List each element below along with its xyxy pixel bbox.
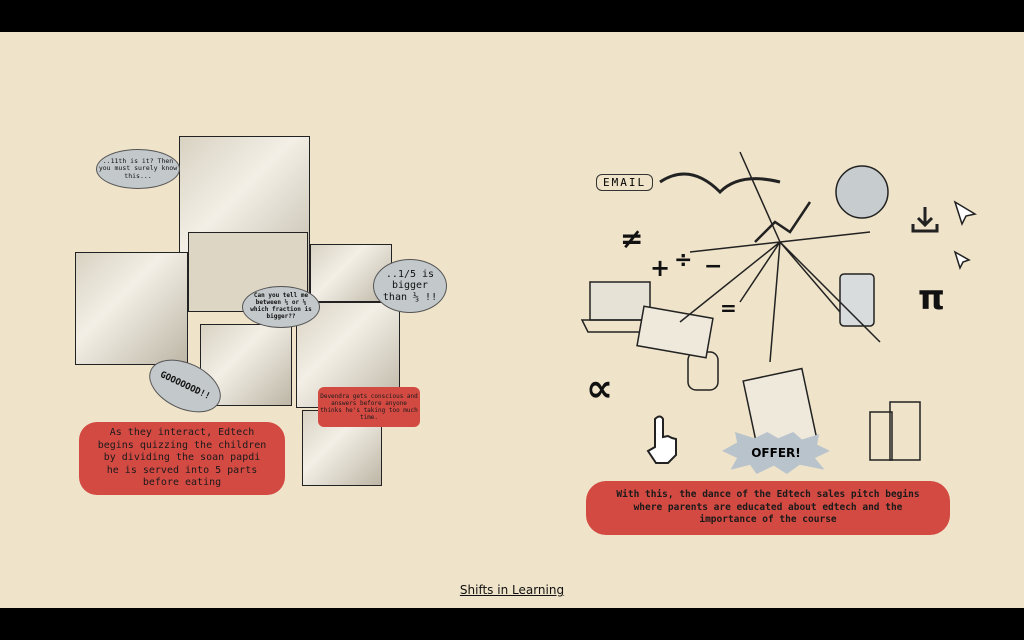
phone-icon — [839, 273, 875, 327]
panel-girl-glasses — [75, 252, 188, 365]
pi-symbol: π — [918, 278, 945, 318]
right-main-caption: With this, the dance of the Edtech sales… — [586, 481, 950, 535]
shifts-in-learning-link[interactable]: Shifts in Learning — [459, 583, 565, 597]
edtech-arms-illustration — [580, 151, 977, 464]
speech-bubble-answer: ..1/5 is bigger than ⅓ !! — [373, 259, 447, 313]
hand-pointer-icon — [646, 415, 677, 464]
caption-text: With this, the dance of the Edtech sales… — [616, 489, 920, 526]
offer-text: OFFER! — [751, 446, 801, 460]
plus-symbol: + — [650, 254, 671, 282]
email-label: EMAIL — [596, 174, 654, 191]
bubble-text: ..1/5 is bigger than ⅓ !! — [382, 268, 438, 303]
caption-text: Devendra gets conscious and answers befo… — [320, 393, 418, 421]
left-main-caption: As they interact, Edtech begins quizzing… — [79, 422, 285, 495]
proportional-symbol: ∝ — [586, 366, 614, 410]
buildings-icon — [869, 401, 921, 461]
globe-icon — [835, 165, 889, 219]
minus-symbol: − — [704, 254, 723, 279]
offer-burst: OFFER! — [722, 432, 830, 474]
divide-symbol: ÷ — [674, 248, 693, 273]
documents-icon — [636, 305, 818, 453]
speech-bubble-fraction-question: Can you tell me between ⅓ or ⅕ which fra… — [242, 286, 320, 328]
bubble-text: ..11th is it? Then you must surely know … — [98, 156, 178, 180]
laptop-icon — [580, 281, 664, 333]
equals-symbol: = — [720, 296, 737, 320]
caption-text: As they interact, Edtech begins quizzing… — [97, 427, 267, 489]
bubble-text: GOOOOOOD!! — [158, 369, 212, 402]
download-icon — [911, 207, 939, 233]
cursor-arrow-icon — [953, 200, 977, 270]
bubble-text: Can you tell me between ⅓ or ⅕ which fra… — [250, 292, 312, 320]
comic-page: ..11th is it? Then you must surely know … — [0, 32, 1024, 608]
not-equal-symbol: ≠ — [620, 222, 644, 255]
speech-bubble-11th: ..11th is it? Then you must surely know … — [96, 149, 180, 189]
small-caption: Devendra gets conscious and answers befo… — [318, 387, 420, 427]
arms — [659, 151, 881, 363]
